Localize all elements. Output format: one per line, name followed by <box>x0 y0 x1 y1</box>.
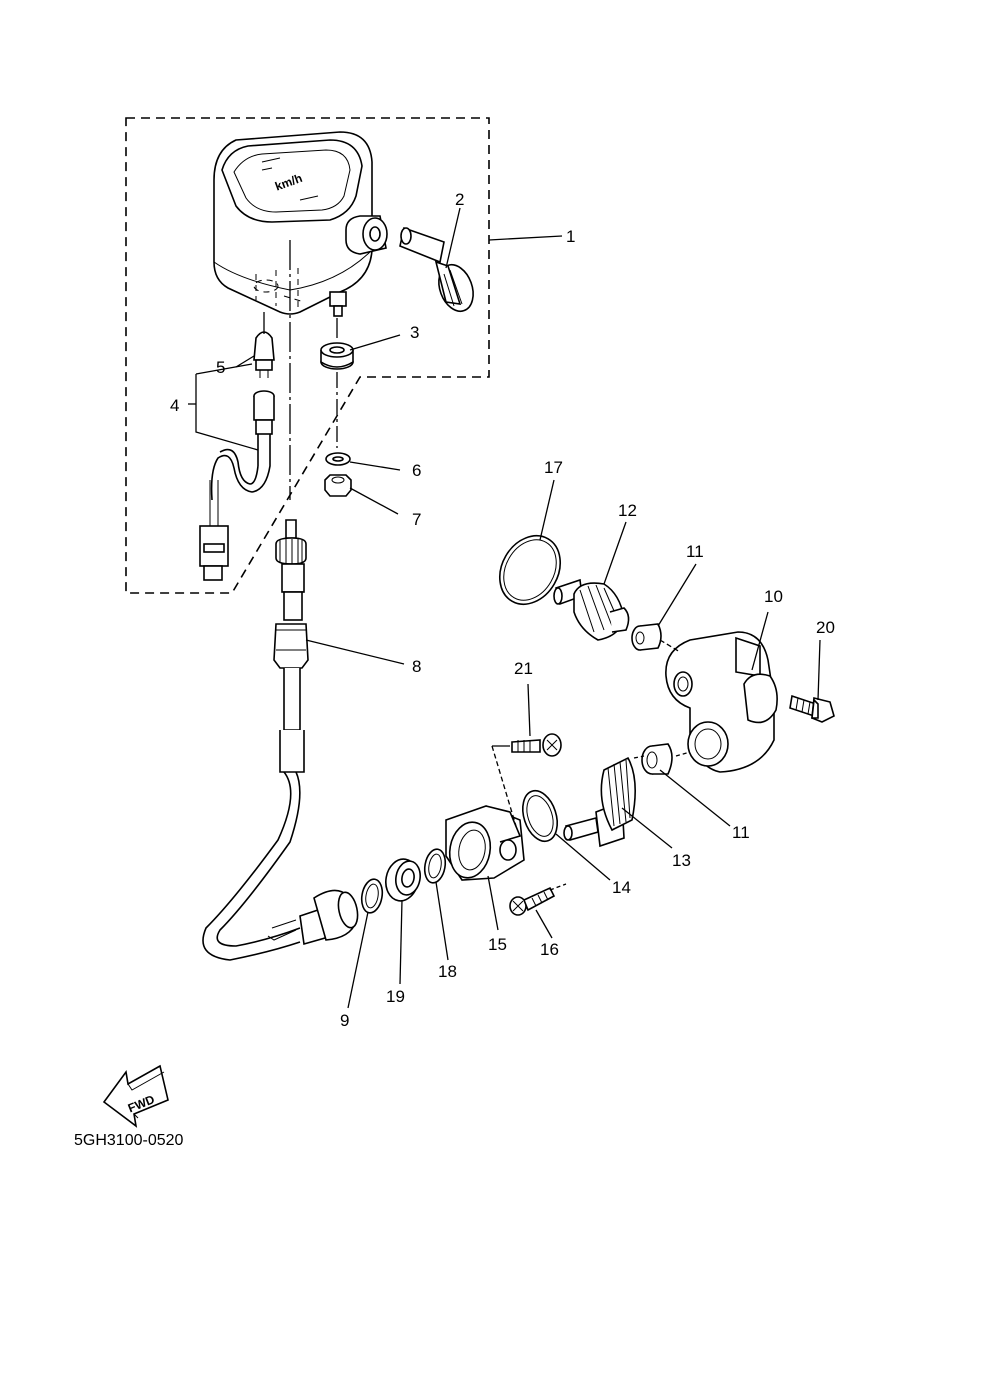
callout-1: 1 <box>566 227 575 246</box>
callout-17: 17 <box>544 458 563 477</box>
callout-18: 18 <box>438 962 457 981</box>
assembly-boundary <box>125 117 490 594</box>
callout-3: 3 <box>410 323 419 342</box>
callout-5: 5 <box>216 358 225 377</box>
callout-13: 13 <box>672 851 691 870</box>
callout-14: 14 <box>612 878 631 897</box>
callout-9: 9 <box>340 1011 349 1030</box>
large-o-ring <box>499 535 561 605</box>
driven-gear <box>563 756 636 848</box>
housing-o-ring <box>521 789 559 843</box>
callout-21: 21 <box>514 659 533 678</box>
leader-lines <box>188 207 821 1009</box>
bushing-lower <box>641 743 673 775</box>
thrust-washer <box>423 848 447 884</box>
callout-12: 12 <box>618 501 637 520</box>
oil-seal <box>385 858 421 902</box>
diagram-code: 5GH3100-0520 <box>74 1132 184 1149</box>
callout-11-upper: 11 <box>686 542 704 561</box>
callout-19: 19 <box>386 987 405 1006</box>
cable-end-fitting <box>267 889 359 946</box>
forward-arrow-icon: FWD <box>102 1064 169 1128</box>
o-ring <box>360 878 384 914</box>
washer <box>325 452 351 466</box>
gearbox-body <box>665 631 778 773</box>
speedometer-cable <box>202 519 309 961</box>
speedometer-assembly: km/h <box>213 131 388 317</box>
callout-labels: 1 2 3 4 5 6 7 8 9 10 11 11 12 13 14 15 1… <box>170 190 835 1030</box>
callout-15: 15 <box>488 935 507 954</box>
screw-21 <box>511 733 562 757</box>
callout-10: 10 <box>764 587 783 606</box>
callout-2: 2 <box>455 190 464 209</box>
callout-8: 8 <box>412 657 421 676</box>
callout-16: 16 <box>540 940 559 959</box>
grommet <box>320 342 354 370</box>
meter-bulb <box>253 331 275 378</box>
callout-20: 20 <box>816 618 835 637</box>
bulb-socket-lead <box>199 390 275 581</box>
screw-16 <box>509 886 556 916</box>
gear-housing <box>445 805 525 881</box>
drive-gear <box>553 578 630 641</box>
nut <box>324 474 352 497</box>
callout-7: 7 <box>412 510 421 529</box>
callout-11-lower: 11 <box>732 823 750 842</box>
bushing-upper <box>631 623 662 651</box>
bolt-20 <box>789 694 835 723</box>
callout-4: 4 <box>170 396 179 415</box>
callout-6: 6 <box>412 461 421 480</box>
trip-reset-knob <box>399 226 474 313</box>
